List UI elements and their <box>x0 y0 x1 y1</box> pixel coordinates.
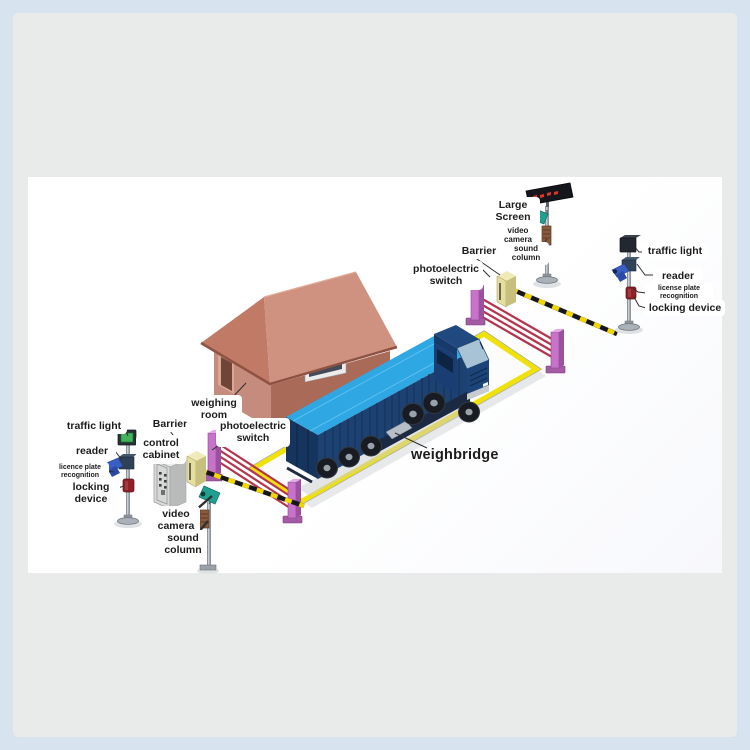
trailer-rear <box>286 417 318 479</box>
trailer-top <box>286 336 467 435</box>
label-sound-column-top: sound column <box>503 242 549 265</box>
label-traffic-light-left: traffic light <box>61 418 127 435</box>
label-locking-device-right: locking device <box>645 300 725 317</box>
label-video-camera-left: video camera <box>152 506 200 535</box>
label-license-plate-right: license plate recognition <box>645 283 713 304</box>
label-licence-plate-left: licence plate recognition <box>51 462 109 483</box>
barrier-gate-right <box>496 271 618 337</box>
photoelectric-post-right-a <box>465 285 486 326</box>
video-camera-left-device <box>198 485 221 505</box>
sound-column-left-device <box>199 509 210 529</box>
truck <box>286 325 490 496</box>
photoelectric-beams-left <box>215 441 291 509</box>
label-photoelectric-switch-right: photoelectric switch <box>409 261 483 290</box>
left-pole-station <box>103 429 142 528</box>
label-reader-right: reader <box>653 268 703 285</box>
label-locking-device-left: locking device <box>62 479 120 508</box>
chassis <box>375 390 470 454</box>
label-control-cabinet: control cabinet <box>136 435 186 464</box>
label-barrier-right: Barrier <box>456 243 502 260</box>
locking-device-left-device <box>122 478 135 493</box>
label-weighbridge: weighbridge <box>411 447 499 463</box>
label-traffic-light-right: traffic light <box>642 243 708 260</box>
traffic-light-right-device <box>619 235 641 253</box>
drive-wheels <box>401 392 446 425</box>
photoelectric-beams-right <box>478 296 553 358</box>
right-pole-station <box>611 235 643 334</box>
label-video-camera-top: video camera <box>497 224 539 247</box>
label-reader-left: reader <box>68 443 116 460</box>
label-sound-column-left: sound column <box>159 530 207 559</box>
trailer-wheels <box>316 435 382 479</box>
label-barrier-left: Barrier <box>146 416 194 433</box>
camera-pole-station <box>197 485 221 574</box>
locking-device-right-device <box>625 286 637 300</box>
fuel-tank <box>385 420 413 440</box>
license-plate-camera-right-device <box>611 263 630 282</box>
photoelectric-post-right-b <box>545 329 566 374</box>
truck-cab <box>434 325 490 423</box>
label-large-screen: Large Screen <box>486 197 540 226</box>
label-photoelectric-switch-left: photoelectric switch <box>216 418 290 447</box>
barrier-gate-left <box>186 451 305 509</box>
